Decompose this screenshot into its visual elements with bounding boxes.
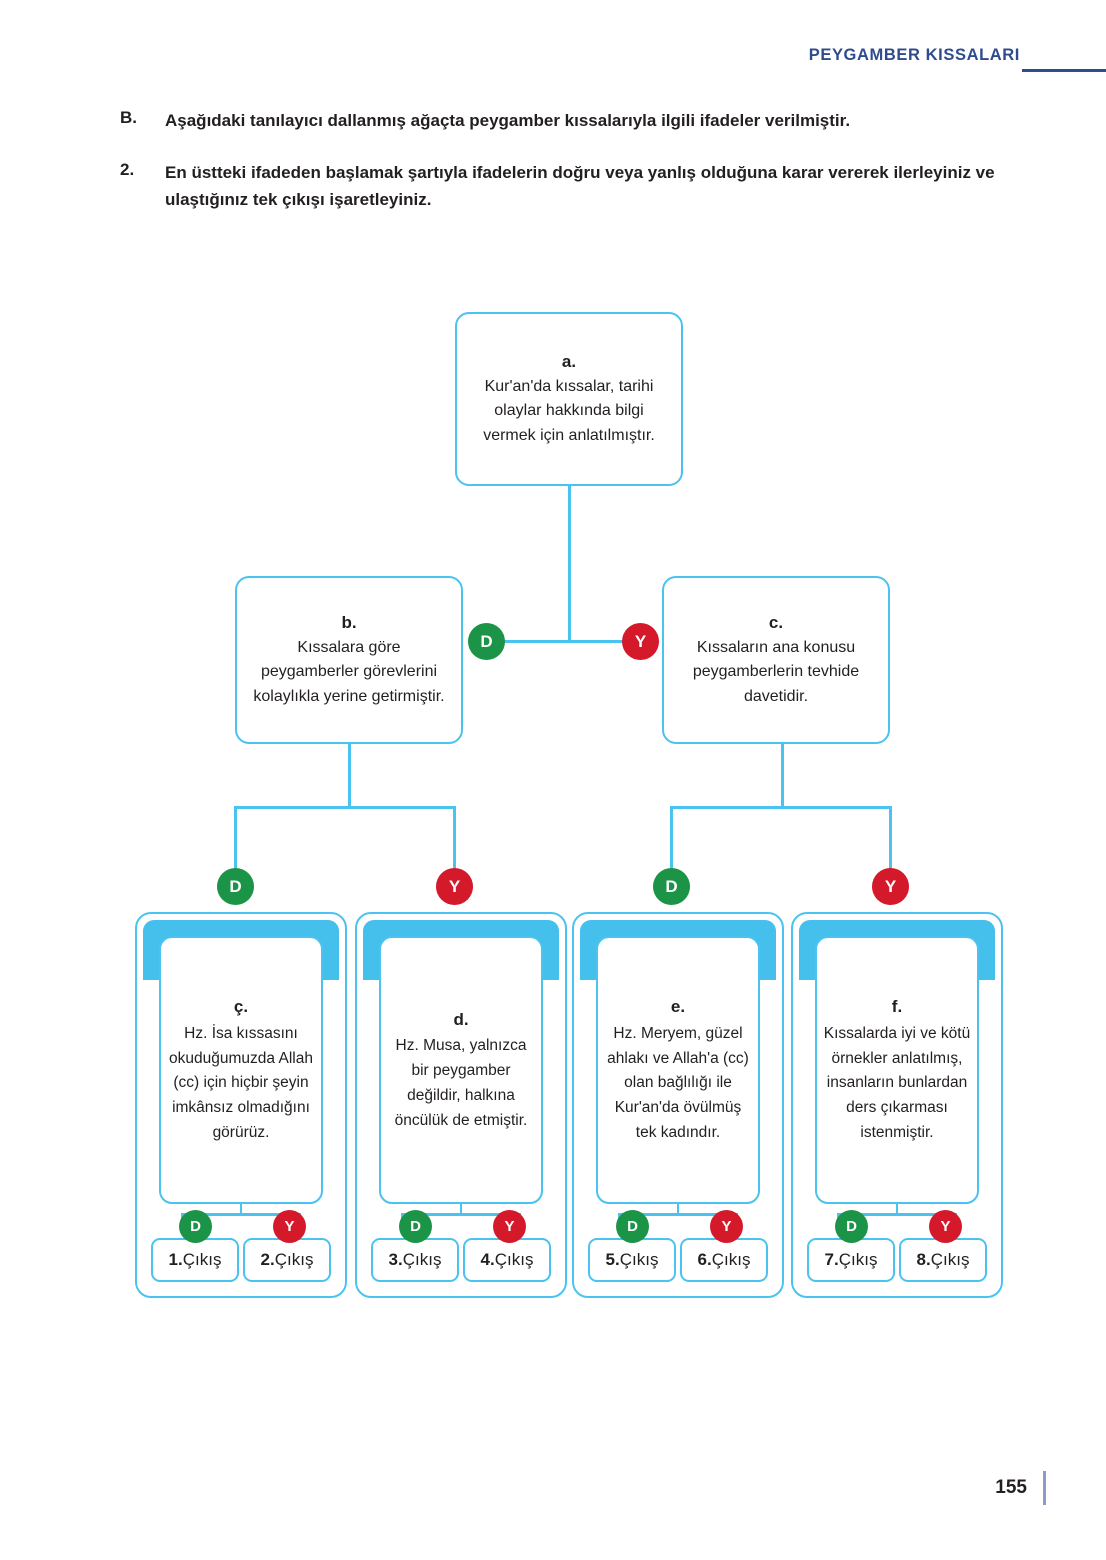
decision-circle-c-true[interactable]: D (653, 868, 690, 905)
node-letter-b: b. (341, 613, 357, 633)
decision-circle-exit6-false[interactable]: Y (710, 1210, 743, 1243)
exit-label-7: Çıkış (838, 1250, 878, 1269)
node-letter-c: c. (768, 613, 784, 633)
connector-b-leg-right (453, 806, 456, 872)
leaf-group-d[interactable]: d. Hz. Musa, yalnızca bir peygamber deği… (355, 912, 567, 1298)
decision-circle-root-false[interactable]: Y (622, 623, 659, 660)
connector-c-bar (670, 806, 892, 809)
node-text-d: Hz. Musa, yalnızca bir peygamber değildi… (394, 1037, 528, 1129)
decision-circle-exit3-true[interactable]: D (399, 1210, 432, 1243)
exit-button-7[interactable]: 7.Çıkış (807, 1238, 895, 1282)
node-card-c[interactable]: c. Kıssaların ana konusu peygamberlerin … (662, 576, 890, 744)
node-card-d[interactable]: d. Hz. Musa, yalnızca bir peygamber deği… (379, 936, 543, 1204)
node-card-e[interactable]: e. Hz. Meryem, güzel ahlakı ve Allah'a (… (596, 936, 760, 1204)
exit-row: 7.Çıkış 8.Çıkış (807, 1238, 987, 1282)
exit-button-5[interactable]: 5.Çıkış (588, 1238, 676, 1282)
exit-label-5: Çıkış (619, 1250, 659, 1269)
exit-label-2: Çıkış (274, 1250, 314, 1269)
connector-root-left (497, 640, 570, 643)
footer-rule (1043, 1471, 1046, 1505)
exit-label-3: Çıkış (402, 1250, 442, 1269)
exit-button-2[interactable]: 2.Çıkış (243, 1238, 331, 1282)
connector-root-right (568, 640, 643, 643)
node-letter-c-cedilla: ç. (233, 997, 249, 1017)
page-footer: 155 (995, 1471, 1046, 1505)
exit-row: 5.Çıkış 6.Çıkış (588, 1238, 768, 1282)
connector-b-stem (348, 744, 351, 808)
exit-row: 1.Çıkış 2.Çıkış (151, 1238, 331, 1282)
decision-circle-exit4-false[interactable]: Y (493, 1210, 526, 1243)
exit-button-8[interactable]: 8.Çıkış (899, 1238, 987, 1282)
header-rule (1022, 69, 1106, 72)
node-card-a[interactable]: a. Kur'an'da kıssalar, tarihi olaylar ha… (455, 312, 683, 486)
node-card-f[interactable]: f. Kıssalarda iyi ve kötü örnekler anlat… (815, 936, 979, 1204)
leaf-group-c-cedilla[interactable]: ç. Hz. İsa kıssasını okuduğumuzda Allah … (135, 912, 347, 1298)
exit-number-6: 6. (697, 1250, 712, 1269)
decision-circle-exit8-false[interactable]: Y (929, 1210, 962, 1243)
decision-circle-b-true[interactable]: D (217, 868, 254, 905)
decision-circle-exit7-true[interactable]: D (835, 1210, 868, 1243)
decision-circle-b-false[interactable]: Y (436, 868, 473, 905)
exit-number-5: 5. (605, 1250, 620, 1269)
exit-label-6: Çıkış (711, 1250, 751, 1269)
node-text-e: Hz. Meryem, güzel ahlakı ve Allah'a (cc)… (607, 1024, 749, 1141)
exit-button-3[interactable]: 3.Çıkış (371, 1238, 459, 1282)
decision-circle-root-true[interactable]: D (468, 623, 505, 660)
decision-circle-exit5-true[interactable]: D (616, 1210, 649, 1243)
node-text-f: Kıssalarda iyi ve kötü örnekler anlatılm… (823, 1024, 971, 1141)
exit-number-7: 7. (824, 1250, 839, 1269)
exit-number-8: 8. (916, 1250, 931, 1269)
node-text-b: Kıssalara göre peygamberler görevlerini … (253, 638, 445, 706)
decision-circle-exit2-false[interactable]: Y (273, 1210, 306, 1243)
exit-row: 3.Çıkış 4.Çıkış (371, 1238, 551, 1282)
page-title: PEYGAMBER KISSALARI (808, 46, 1020, 64)
decision-circle-exit1-true[interactable]: D (179, 1210, 212, 1243)
connector-b-bar (234, 806, 456, 809)
node-text-c: Kıssaların ana konusu peygamberlerin tev… (692, 638, 860, 706)
node-letter-d: d. (453, 1009, 469, 1029)
node-text-c-cedilla: Hz. İsa kıssasını okuduğumuzda Allah (cc… (169, 1024, 313, 1141)
connector-c-leg-right (889, 806, 892, 872)
connector-b-leg-left (234, 806, 237, 872)
instruction-marker: B. (120, 108, 137, 127)
exit-button-1[interactable]: 1.Çıkış (151, 1238, 239, 1282)
connector-root-stem (568, 486, 571, 641)
leaf-group-f[interactable]: f. Kıssalarda iyi ve kötü örnekler anlat… (791, 912, 1003, 1298)
exit-number-3: 3. (388, 1250, 403, 1269)
instruction-text: Aşağıdaki tanılayıcı dallanmış ağaçta pe… (165, 111, 851, 130)
exit-number-2: 2. (260, 1250, 275, 1269)
exit-button-4[interactable]: 4.Çıkış (463, 1238, 551, 1282)
exit-number-1: 1. (168, 1250, 183, 1269)
decision-circle-c-false[interactable]: Y (872, 868, 909, 905)
instruction-marker: 2. (120, 160, 135, 180)
node-text-a: Kur'an'da kıssalar, tarihi olaylar hakkı… (483, 377, 655, 445)
exit-label-4: Çıkış (494, 1250, 534, 1269)
node-letter-a: a. (561, 352, 577, 372)
page-number: 155 (995, 1477, 1027, 1498)
exit-label-8: Çıkış (930, 1250, 970, 1269)
instruction-item: 2. En üstteki ifadeden başlamak şartıyla… (120, 160, 1010, 213)
exit-number-4: 4. (480, 1250, 495, 1269)
instruction-text: En üstteki ifadeden başlamak şartıyla if… (165, 163, 995, 209)
leaf-group-e[interactable]: e. Hz. Meryem, güzel ahlakı ve Allah'a (… (572, 912, 784, 1298)
node-card-c-cedilla[interactable]: ç. Hz. İsa kıssasını okuduğumuzda Allah … (159, 936, 323, 1204)
exit-label-1: Çıkış (182, 1250, 222, 1269)
instruction-item: B. Aşağıdaki tanılayıcı dallanmış ağaçta… (120, 108, 1010, 134)
instructions-block: B. Aşağıdaki tanılayıcı dallanmış ağaçta… (120, 108, 1010, 239)
node-letter-e: e. (670, 997, 686, 1017)
node-letter-f: f. (891, 997, 903, 1017)
page-header: PEYGAMBER KISSALARI (0, 40, 1106, 76)
connector-c-stem (781, 744, 784, 808)
node-card-b[interactable]: b. Kıssalara göre peygamberler görevleri… (235, 576, 463, 744)
exit-button-6[interactable]: 6.Çıkış (680, 1238, 768, 1282)
connector-c-leg-left (670, 806, 673, 872)
